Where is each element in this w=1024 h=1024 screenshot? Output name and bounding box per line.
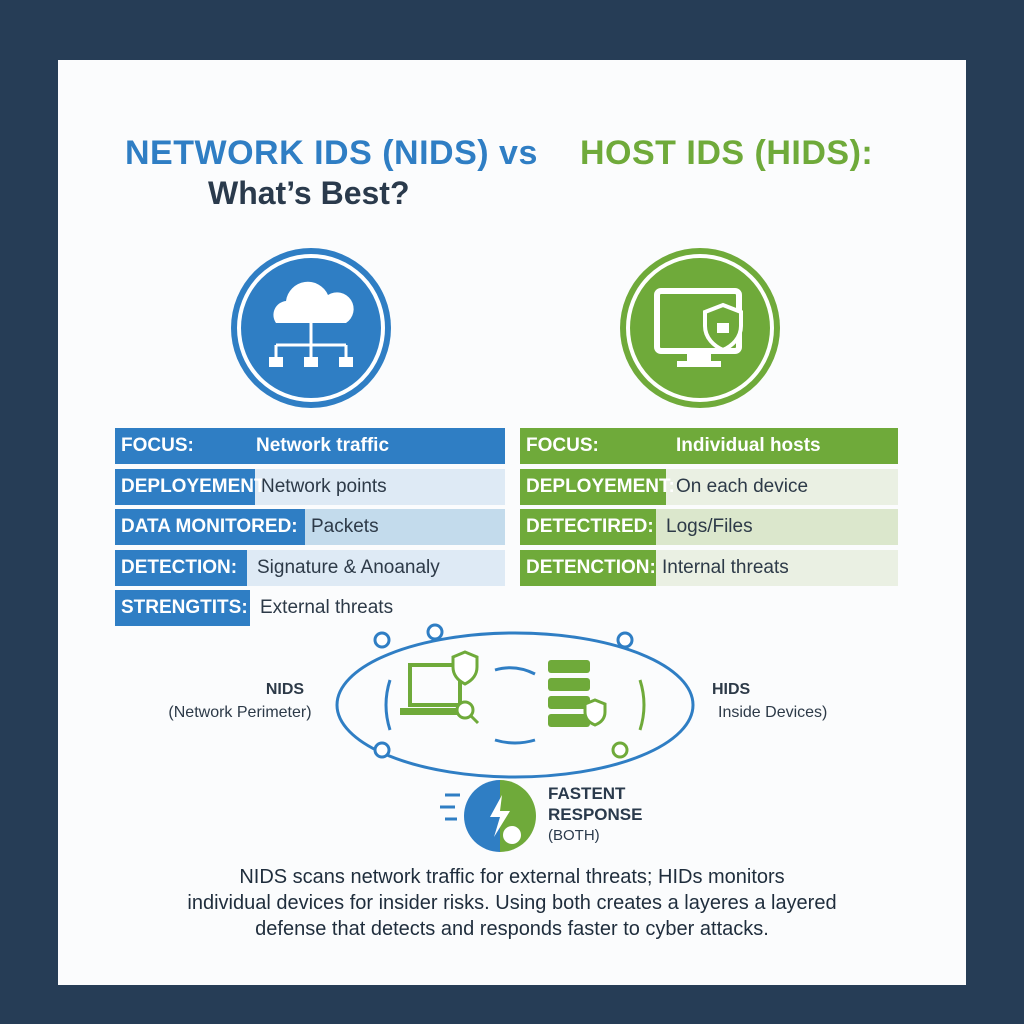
row-value: Logs/Files xyxy=(666,516,753,537)
footer-line: defense that detects and responds faster… xyxy=(255,918,769,940)
row-value: Individual hosts xyxy=(676,435,821,456)
footer-line: NIDS scans network traffic for external … xyxy=(239,866,785,888)
response-line3: (BOTH) xyxy=(548,827,600,844)
response-line2: RESPONSE xyxy=(548,805,643,824)
arrow-icon xyxy=(494,738,536,745)
arrow-icon xyxy=(494,666,536,676)
nids-row-deployment: DEPLOYEMENT Network points xyxy=(115,469,505,505)
search-icon xyxy=(611,741,629,759)
response-line1: FASTENT xyxy=(548,784,626,803)
cloud-network-icon xyxy=(231,248,391,408)
row-label: STRENGTITS: xyxy=(115,590,250,626)
row-label: FOCUS: xyxy=(526,435,599,456)
cycle-diagram xyxy=(335,623,695,779)
row-value: Network points xyxy=(261,476,387,497)
hids-sub: Inside Devices) xyxy=(718,704,828,721)
hids-row-deployment: DEPLOYEMENT: On each device xyxy=(520,469,898,505)
footer-line: individual devices for insider risks. Us… xyxy=(187,892,837,914)
row-value: Packets xyxy=(311,516,379,537)
row-value: Signature & Anoanaly xyxy=(257,557,440,578)
footer-text: NIDS scans network traffic for external … xyxy=(58,864,966,942)
laptop-icon xyxy=(400,663,470,715)
row-value: External threats xyxy=(260,597,394,618)
title-nids: NETWORK IDS (NIDS) vs xyxy=(125,134,538,172)
row-label: DETENCTION: xyxy=(520,550,656,586)
nids-row-strengths: STRENGTITS: External threats xyxy=(115,590,505,626)
nids-sub: (Network Perimeter) xyxy=(168,704,312,721)
nids-row-data-monitored: DATA MONITORED: Packets xyxy=(115,509,505,545)
nids-label: NIDS xyxy=(265,681,305,698)
hids-row-focus: FOCUS: Individual hosts xyxy=(520,428,898,464)
row-value: Network traffic xyxy=(256,435,390,456)
fast-response-icon xyxy=(440,780,536,852)
row-label: DEPLOYEMENT xyxy=(115,469,266,505)
search-icon xyxy=(373,623,634,759)
hids-row-detection: DETENCTION: Internal threats xyxy=(520,550,898,586)
title-hids: HOST IDS (HIDS): xyxy=(580,134,874,172)
row-value: On each device xyxy=(676,476,809,497)
search-icon xyxy=(455,700,480,725)
hids-label: HIDS xyxy=(712,681,751,698)
hids-row-detected: DETECTIRED: Logs/Files xyxy=(520,509,898,545)
nids-row-detection: DETECTION: Signature & Anoanaly xyxy=(115,550,505,586)
server-icon xyxy=(548,660,590,727)
row-label: DATA MONITORED: xyxy=(115,509,305,545)
row-label: DEPLOYEMENT: xyxy=(520,469,675,505)
row-label: DETECTIRED: xyxy=(520,509,656,545)
row-label: FOCUS: xyxy=(121,435,194,456)
row-label: DETECTION: xyxy=(115,550,247,586)
subtitle: What’s Best? xyxy=(208,175,410,211)
perimeter-ellipse xyxy=(335,631,695,779)
row-value: Internal threats xyxy=(662,557,789,578)
shield-icon xyxy=(451,650,479,686)
nids-row-focus: FOCUS: Network traffic xyxy=(115,428,505,464)
monitor-shield-icon xyxy=(620,248,780,408)
